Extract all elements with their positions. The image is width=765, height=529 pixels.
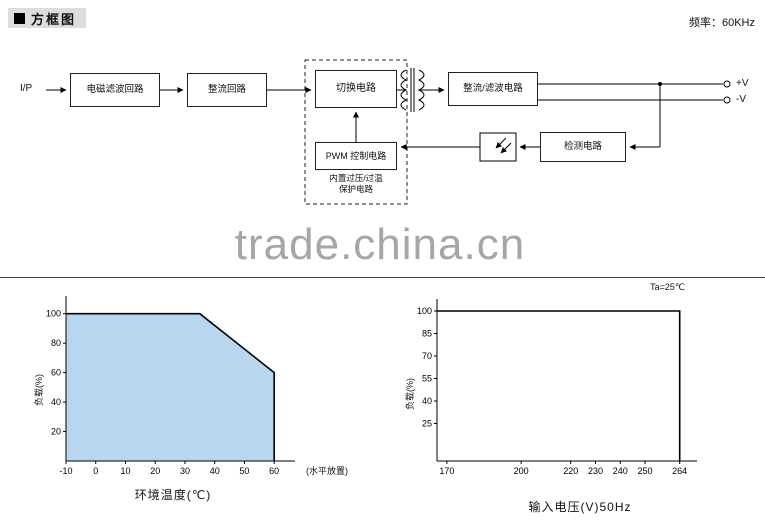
svg-text:220: 220: [563, 466, 578, 476]
svg-text:40: 40: [210, 466, 220, 476]
svg-text:60: 60: [269, 466, 279, 476]
transformer-icon: [400, 68, 425, 112]
negative-terminal-icon: [723, 96, 731, 104]
svg-text:30: 30: [180, 466, 190, 476]
title-square-marker: [14, 12, 25, 24]
svg-text:230: 230: [588, 466, 603, 476]
svg-text:264: 264: [672, 466, 687, 476]
svg-text:85: 85: [422, 329, 432, 339]
section-title-bar: 方框图: [8, 8, 87, 28]
rectify-filter-block: 整流/滤波电路: [448, 72, 538, 106]
svg-text:20: 20: [150, 466, 160, 476]
svg-text:0: 0: [93, 466, 98, 476]
chart2-annotation: Ta=25℃: [650, 282, 685, 292]
temperature-derating-chart: -10 0 10 20 30 40 50 60 20 40 60 80 100 负载(%) 环境温度(℃…: [18, 288, 388, 523]
input-voltage-plot: 170 200 220 230 240 250 264 25 40 55 70 85 100: [417, 299, 697, 476]
chart1-annotation: (水平放置): [306, 466, 348, 476]
temperature-derating-plot: -10 0 10 20 30 40 50 60 20 40 60 80 100: [46, 296, 295, 476]
protection-note-line2: 保护电路: [338, 184, 373, 195]
svg-text:100: 100: [417, 306, 432, 316]
pwm-control-block: PWM 控制电路: [315, 142, 397, 170]
section-divider: [0, 277, 765, 278]
svg-text:100: 100: [46, 309, 61, 319]
emi-filter-block: 电磁滤波回路: [70, 73, 160, 107]
output-positive-label: +V: [736, 78, 749, 89]
svg-text:60: 60: [51, 368, 61, 378]
svg-text:250: 250: [637, 466, 652, 476]
svg-text:10: 10: [120, 466, 130, 476]
optocoupler-icon: [479, 132, 517, 162]
switching-circuit-block: 切换电路: [315, 70, 397, 108]
svg-text:240: 240: [613, 466, 628, 476]
svg-text:40: 40: [422, 396, 432, 406]
svg-text:-10: -10: [59, 466, 72, 476]
svg-text:50: 50: [239, 466, 249, 476]
protection-note-line1: 内置过压/过温: [329, 173, 383, 183]
svg-text:200: 200: [514, 466, 529, 476]
svg-text:40: 40: [51, 397, 61, 407]
svg-text:170: 170: [439, 466, 454, 476]
input-label: I/P: [20, 83, 33, 94]
output-negative-label: -V: [736, 94, 746, 105]
section-title: 方框图: [31, 11, 77, 27]
svg-text:70: 70: [422, 351, 432, 361]
input-voltage-derating-chart: 170 200 220 230 240 250 264 25 40 55 70 85 100 负载(%)…: [395, 282, 760, 525]
chart1-y-axis-label: 负载(%): [34, 374, 44, 406]
svg-text:55: 55: [422, 374, 432, 384]
chart1-x-axis-label: 环境温度(℃): [134, 488, 212, 502]
protection-note: 内置过压/过温 保护电路: [313, 173, 399, 196]
svg-text:80: 80: [51, 338, 61, 348]
detection-circuit-block: 检测电路: [540, 132, 626, 162]
chart2-y-axis-label: 负载(%): [405, 378, 415, 410]
frequency-label: 频率：60KHz: [688, 17, 755, 29]
svg-text:20: 20: [51, 427, 61, 437]
watermark: trade.china.cn: [234, 220, 526, 269]
chart2-x-axis-label: 输入电压(V)50Hz: [528, 500, 632, 514]
svg-text:25: 25: [422, 419, 432, 429]
junction-dot: [658, 82, 662, 86]
positive-terminal-icon: [723, 80, 731, 88]
rectifier-block: 整流回路: [187, 73, 267, 107]
